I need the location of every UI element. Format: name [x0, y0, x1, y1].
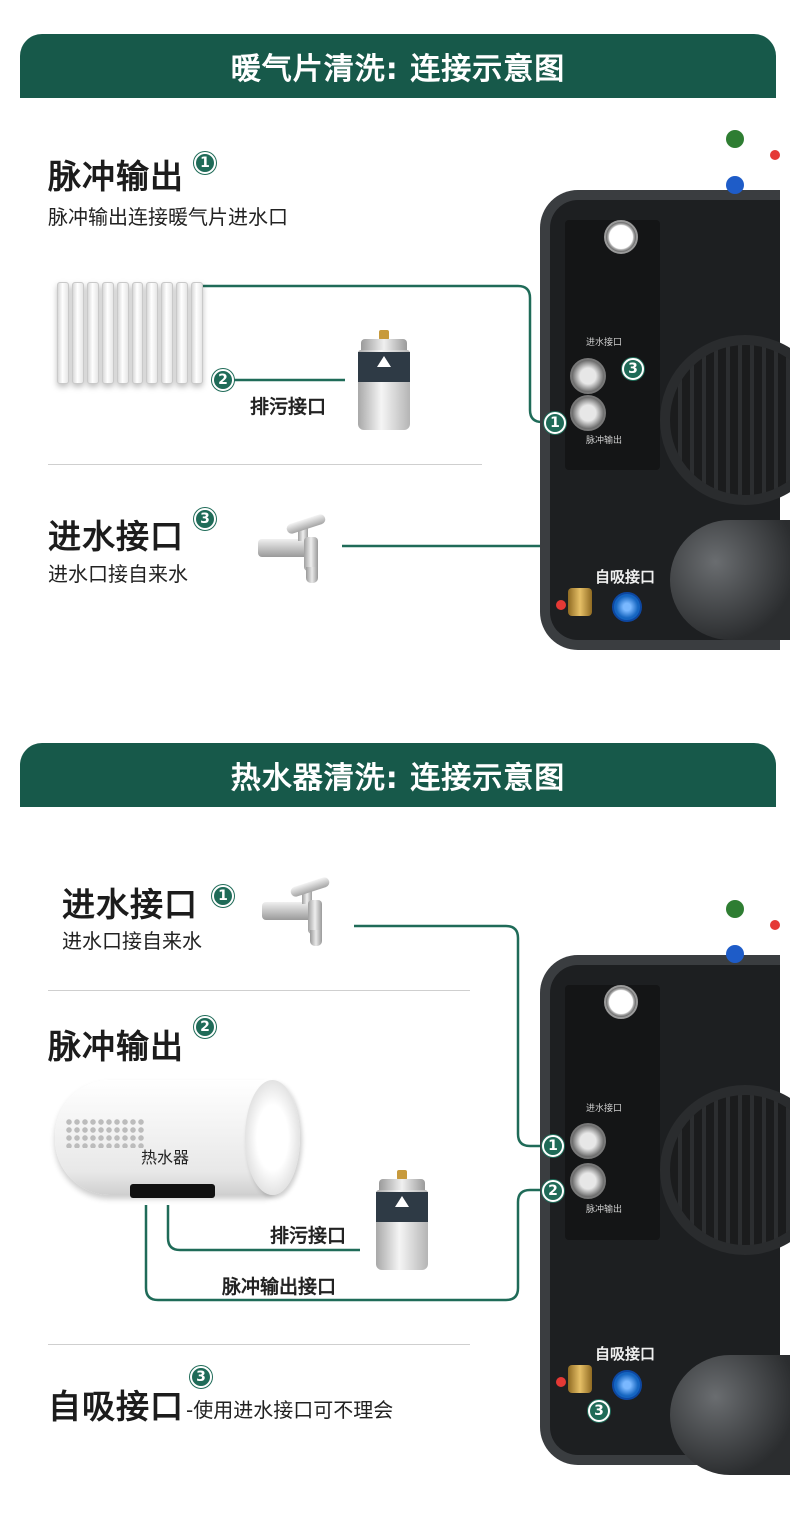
outlet-tiny-label: 脉冲输出	[586, 436, 623, 446]
machine-badge: 1	[544, 412, 566, 434]
filter-canister-image	[376, 1170, 428, 1270]
drain-badge: 2	[212, 369, 234, 391]
water-heater-cleaning-section: 热水器清洗: 连接示意图 进水接口 1 进水口接自来水 脉冲输出 2 热水器 排…	[0, 730, 790, 1524]
faucet-image	[258, 513, 338, 585]
inlet-tiny-label: 进水接口	[586, 1104, 623, 1114]
cleaning-machine-image: 进水接口 脉冲输出 自吸接口	[540, 100, 790, 660]
drain-port-label: 排污接口	[270, 1225, 347, 1247]
self-priming-plate: 自吸接口	[595, 568, 656, 586]
step-badge: 2	[194, 1016, 216, 1038]
section-banner: 暖气片清洗: 连接示意图	[20, 34, 776, 98]
pulse-output-description: 脉冲输出连接暖气片进水口	[48, 205, 288, 229]
step-badge: 1	[212, 885, 234, 907]
water-heater-label: 热水器	[141, 1148, 190, 1167]
step-badge: 3	[194, 508, 216, 530]
drain-port-label: 排污接口	[250, 396, 327, 418]
step-badge: 3	[190, 1366, 212, 1388]
pulse-output-heading: 脉冲输出	[48, 157, 184, 196]
pressure-gauge-icon	[604, 220, 638, 254]
self-priming-note: -使用进水接口可不理会	[186, 1398, 394, 1422]
water-inlet-description: 进水口接自来水	[48, 562, 188, 586]
divider	[48, 990, 470, 991]
outlet-port	[570, 395, 606, 431]
inlet-port	[570, 358, 606, 394]
radiator-cleaning-section: 暖气片清洗: 连接示意图 脉冲输出 1 脉冲输出连接暖气片进水口 2 排污接口 …	[0, 0, 790, 700]
water-inlet-heading: 进水接口	[62, 885, 198, 924]
water-inlet-description: 进水口接自来水	[62, 929, 202, 953]
outlet-port	[570, 1163, 606, 1199]
self-priming-heading: 自吸接口	[48, 1387, 184, 1426]
water-heater-image: 热水器	[55, 1080, 300, 1198]
machine-badge: 3	[622, 358, 644, 380]
faucet-image	[262, 876, 342, 948]
filter-canister-image	[358, 330, 410, 430]
self-priming-plate: 自吸接口	[595, 1345, 656, 1363]
water-inlet-heading: 进水接口	[48, 517, 184, 556]
section-banner: 热水器清洗: 连接示意图	[20, 743, 776, 807]
outlet-tiny-label: 脉冲输出	[586, 1205, 623, 1215]
pulse-output-heading: 脉冲输出	[48, 1027, 184, 1066]
radiator-image	[55, 282, 205, 384]
step-badge: 1	[194, 152, 216, 174]
divider	[48, 464, 482, 465]
inlet-port	[570, 1123, 606, 1159]
pulse-output-port-label: 脉冲输出接口	[222, 1276, 337, 1298]
pressure-gauge-icon	[604, 985, 638, 1019]
machine-badge: 3	[588, 1400, 610, 1422]
machine-badge: 1	[542, 1135, 564, 1157]
divider	[48, 1344, 470, 1345]
connector-lines	[144, 924, 545, 1302]
cleaning-machine-image: 进水接口 脉冲输出 自吸接口	[540, 865, 790, 1475]
machine-badge: 2	[542, 1180, 564, 1202]
inlet-tiny-label: 进水接口	[586, 338, 623, 348]
